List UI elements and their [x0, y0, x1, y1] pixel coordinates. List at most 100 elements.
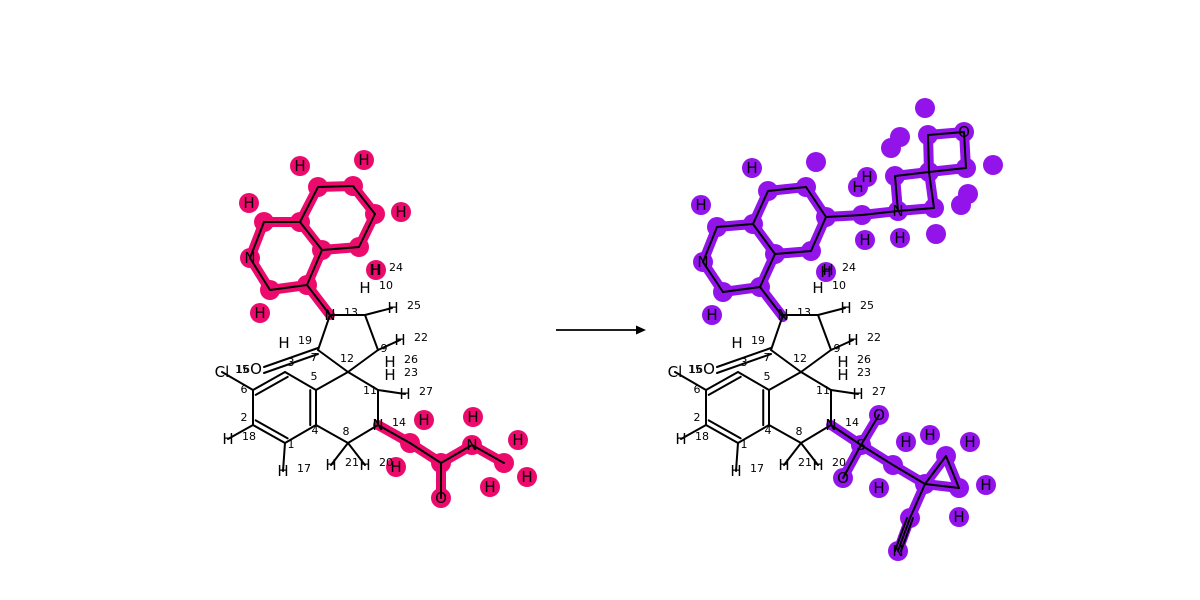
highlighted-atom [508, 430, 528, 450]
atom-label: H [980, 476, 991, 494]
bond [928, 167, 967, 173]
bond [299, 221, 323, 251]
atom-number: 8 [343, 425, 350, 438]
bond [860, 444, 894, 466]
triple-bond [894, 517, 908, 552]
highlighted-atom [691, 195, 711, 215]
bond [783, 442, 802, 466]
bond [471, 444, 505, 464]
bond [825, 214, 863, 218]
atom-index: 20 [379, 456, 393, 469]
atom-label: N [372, 416, 383, 434]
atom-label: H [812, 279, 823, 297]
atom-label: H [822, 261, 833, 279]
bond [252, 371, 286, 391]
bond [352, 185, 376, 215]
highlighted-atom [958, 184, 978, 204]
atom-number: 9 [834, 342, 841, 355]
atom-label: H [852, 178, 863, 196]
atom-index: 27 [872, 385, 886, 398]
atom-label: H [521, 468, 532, 486]
reaction-arrow [556, 325, 646, 335]
atom-index: 14 [845, 416, 859, 429]
double-bond [716, 347, 772, 368]
bond [830, 389, 859, 395]
atom-number: 3 [288, 356, 295, 369]
highlighted-atom [920, 425, 940, 445]
atom-index: 13 [797, 306, 811, 319]
atom-label: H [243, 194, 254, 212]
bond-group [221, 131, 967, 552]
atom-index: 23 [857, 366, 871, 379]
atom-label: H [837, 366, 848, 384]
atom-label: H [399, 385, 410, 403]
bond [317, 185, 354, 188]
atom-number: 7 [311, 351, 318, 364]
highlighted-atom [239, 193, 259, 213]
highlighted-atom [366, 260, 386, 280]
bond [409, 442, 442, 464]
atom-number: 15 [235, 363, 249, 376]
bond [315, 371, 349, 391]
bond [927, 134, 930, 173]
bond [377, 339, 401, 351]
atom-number: 9 [381, 342, 388, 355]
atom-label: N [324, 306, 335, 324]
bond [252, 424, 286, 444]
highlighted-atom [983, 155, 1003, 175]
atom-label: O [703, 360, 715, 378]
atom-index: 23 [404, 366, 418, 379]
atom-label: H [395, 203, 406, 221]
aromatic-bond [254, 419, 289, 440]
bond [269, 284, 308, 291]
atom-label: H [840, 299, 851, 317]
atom-label: H [731, 334, 742, 352]
bond [759, 253, 776, 288]
atom-index: 24 [389, 261, 403, 274]
bond [817, 307, 846, 316]
highlighted-atom [480, 477, 500, 497]
atom-label: H [370, 261, 381, 279]
bond [909, 483, 926, 519]
atom-label: H [924, 426, 935, 444]
bond [759, 286, 784, 318]
highlighted-atom [391, 202, 411, 222]
highlighted-atom [890, 228, 910, 248]
bond [722, 286, 761, 293]
atom-label: O [250, 360, 262, 378]
atom-index: 20 [832, 456, 846, 469]
atom-index: 17 [750, 462, 764, 475]
bond [680, 424, 707, 440]
bond [249, 221, 265, 259]
bond [347, 371, 379, 391]
bond [800, 442, 819, 466]
bond [249, 257, 271, 291]
bond [347, 442, 366, 466]
bond [282, 442, 286, 472]
atom-number: 2 [241, 411, 248, 424]
atom-label: H [278, 334, 289, 352]
highlighted-atom [463, 407, 483, 427]
bond [315, 424, 349, 444]
atom-label: H [730, 462, 741, 480]
bond [768, 424, 802, 444]
highlighted-atom [855, 230, 875, 250]
bond [347, 424, 379, 444]
atom-label: H [390, 458, 401, 476]
bond [894, 171, 930, 177]
highlighted-atom [816, 262, 836, 282]
aromatic-bond [254, 375, 289, 396]
atom-label: H [964, 433, 975, 451]
bond [817, 314, 832, 351]
highlighted-atom [414, 410, 434, 430]
atom-index: 25 [860, 299, 874, 312]
atom-label: H [900, 433, 911, 451]
bond [377, 424, 411, 444]
atom-label: H [394, 331, 405, 349]
atom-label: H [359, 279, 370, 297]
atom-number: 5 [311, 370, 318, 383]
atom-label: H [369, 261, 380, 279]
atom-label: H [820, 263, 831, 281]
